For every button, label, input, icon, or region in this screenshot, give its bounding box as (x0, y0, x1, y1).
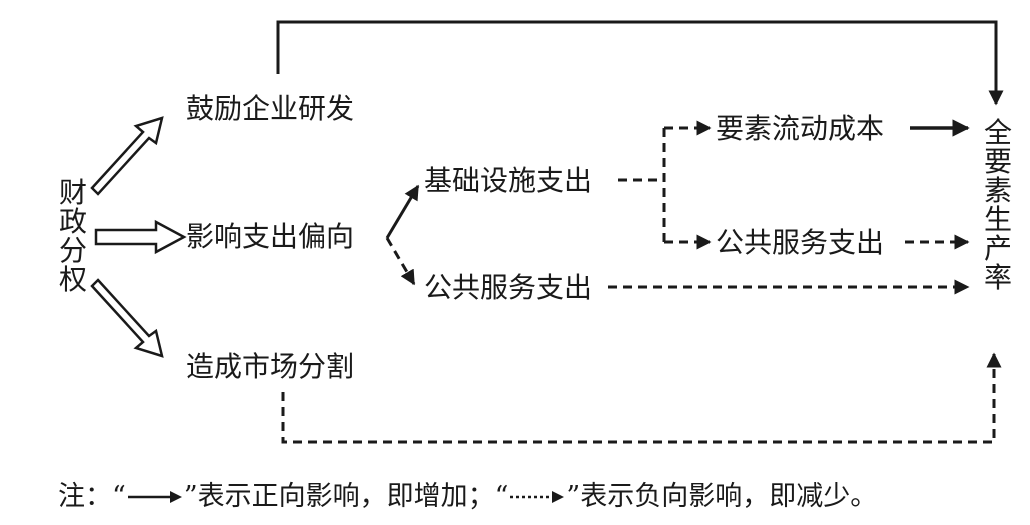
node-tfp: 全要素生产率 (983, 118, 1013, 292)
hollow-arrow-to-segmentation (90, 278, 164, 358)
node-fiscal-decentralization: 财政分权 (58, 178, 88, 294)
node-tfp-label: 全要素生产率 (983, 116, 1012, 294)
node-infrastructure-expenditure: 基础设施支出 (424, 164, 593, 197)
node-public-service-expenditure: 公共服务支出 (424, 271, 593, 304)
node-public-service-expenditure-upper: 公共服务支出 (716, 226, 885, 259)
hollow-arrow-to-bias (94, 219, 187, 255)
node-factor-flow-cost: 要素流动成本 (716, 112, 885, 145)
arrow-bias-to-infrastructure (385, 184, 420, 239)
node-market-segmentation: 造成市场分割 (186, 350, 355, 383)
legend-note: 注：“ ”表示正向影响，即增加；“ ”表示负向影响，即减少。 (58, 480, 877, 514)
arrow-segmentation-to-tfp (281, 352, 1002, 444)
dashed-arrow-icon (510, 491, 565, 503)
note-negative-text: ”表示负向影响，即减少。 (566, 481, 878, 512)
node-encourage-rd: 鼓励企业研发 (186, 92, 355, 125)
hollow-arrow-to-rd (90, 116, 164, 196)
solid-arrow-icon (127, 491, 182, 503)
node-fiscal-decentralization-label: 财政分权 (58, 176, 87, 296)
arrow-bias-to-public-service (385, 237, 416, 286)
note-prefix: 注：“ (58, 481, 126, 512)
arrow-rd-to-tfp (276, 20, 1004, 106)
node-expenditure-bias: 影响支出偏向 (186, 220, 355, 253)
note-positive-text: ”表示正向影响，即增加；“ (183, 481, 509, 512)
